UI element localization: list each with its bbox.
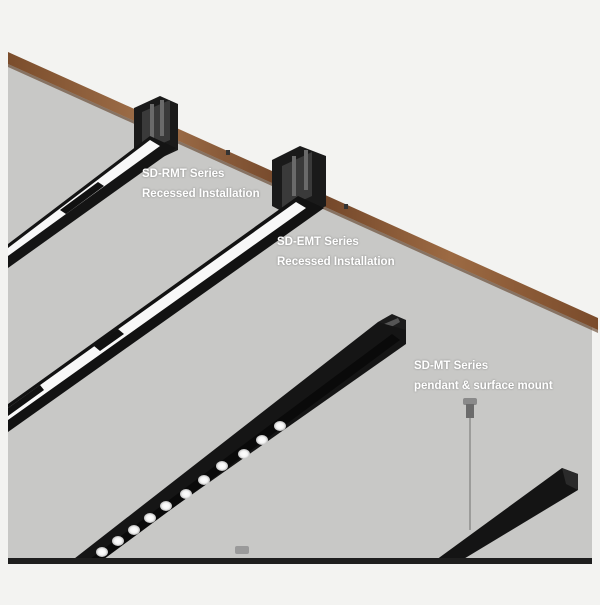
sd-mt-label: SD-MT Series pendant & surface mount xyxy=(414,356,553,396)
sd-mt-track xyxy=(70,314,406,562)
clip xyxy=(226,150,230,155)
sd-emt-series: SD-EMT Series xyxy=(277,236,359,248)
sd-rmt-track xyxy=(8,96,178,268)
sd-mt-series: SD-MT Series xyxy=(414,360,489,372)
sd-mt-track-pendant xyxy=(436,468,578,560)
pendant-mount xyxy=(463,398,477,530)
sd-rmt-series: SD-RMT Series xyxy=(142,168,225,180)
sd-emt-track xyxy=(8,146,326,432)
clip xyxy=(344,204,348,209)
sd-rmt-label: SD-RMT Series Recessed Installation xyxy=(142,164,260,204)
sd-mt-installation: pendant & surface mount xyxy=(414,380,553,392)
sd-emt-installation: Recessed Installation xyxy=(277,256,395,268)
sd-rmt-installation: Recessed Installation xyxy=(142,188,260,200)
sd-emt-label: SD-EMT Series Recessed Installation xyxy=(277,232,395,272)
led-spots xyxy=(96,421,286,557)
floor-strip xyxy=(8,558,592,564)
bottom-margin xyxy=(0,564,600,600)
ceiling-cup xyxy=(235,546,249,554)
